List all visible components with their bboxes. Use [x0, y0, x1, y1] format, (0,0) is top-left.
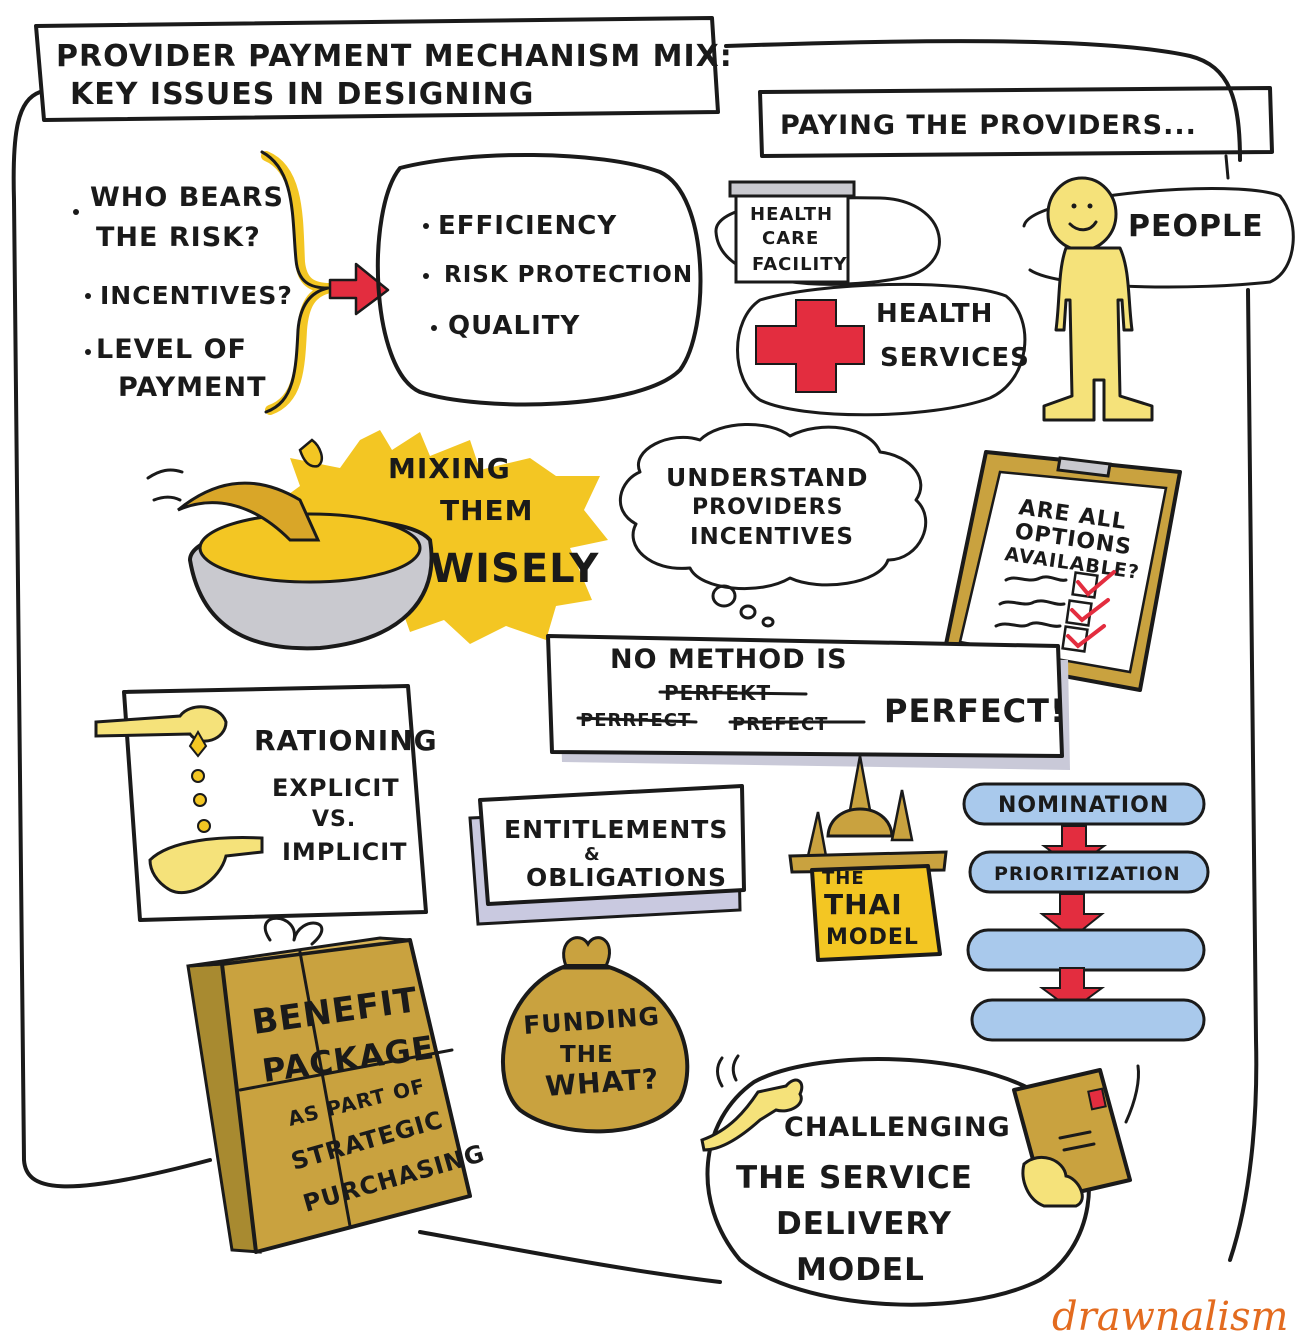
- issue-3-line1: LEVEL OF: [96, 334, 247, 365]
- understand-line1: UNDERSTAND: [666, 463, 868, 492]
- rationing-line3: IMPLICIT: [282, 838, 408, 866]
- spoon-icon: [177, 481, 321, 542]
- checkmark-icon: [1070, 598, 1110, 623]
- goal-1: EFFICIENCY: [438, 211, 617, 241]
- step-2-label: PRIORITIZATION: [994, 863, 1181, 885]
- hand-icon: [94, 705, 228, 743]
- mixing-group: MIXING THEM WISELY: [146, 430, 608, 651]
- thai-line3: MODEL: [826, 925, 919, 950]
- entitlements-group: ENTITLEMENTS & OBLIGATIONS: [468, 784, 746, 926]
- temple-base: [810, 864, 942, 962]
- splash-shape: [270, 430, 608, 644]
- checkmark-icon: [1066, 624, 1106, 649]
- mixing-line1: MIXING: [388, 452, 511, 485]
- people-label: PEOPLE: [1128, 209, 1264, 244]
- mixing-line3: WISELY: [430, 546, 599, 592]
- step-bar: [968, 850, 1210, 894]
- checkmark-icon: [1076, 570, 1116, 597]
- issue-1-line2: THE RISK?: [96, 222, 261, 253]
- title-line1: PROVIDER PAYMENT MECHANISM MIX:: [56, 39, 733, 74]
- rationing-line2: VS.: [312, 807, 356, 832]
- nomethod-strike3: PREFECT: [732, 714, 828, 735]
- goal-2: RISK PROTECTION: [444, 262, 693, 288]
- funding-line3: WHAT?: [544, 1062, 660, 1103]
- step-bar: [962, 782, 1206, 826]
- red-cross-icon: [755, 299, 865, 393]
- facility-line1: HEALTH: [750, 204, 833, 225]
- goals-bubble: EFFICIENCY RISK PROTECTION QUALITY: [375, 152, 703, 407]
- clipboard-group: ARE ALL OPTIONS AVAILABLE?: [942, 450, 1182, 692]
- benefit-group: BENEFIT PACKAGE AS PART OF STRATEGIC PUR…: [186, 916, 488, 1254]
- nomethod-line1: NO METHOD IS: [610, 644, 848, 675]
- title-line2: KEY ISSUES IN DESIGNING: [70, 77, 534, 112]
- rationing-line1: EXPLICIT: [272, 774, 400, 802]
- understand-line3: INCENTIVES: [690, 524, 854, 550]
- rationing-title: RATIONING: [254, 724, 438, 757]
- issue-2: INCENTIVES?: [100, 281, 293, 310]
- issue-3-line2: PAYMENT: [118, 372, 267, 403]
- step-1-label: NOMINATION: [998, 793, 1169, 818]
- brace-arrow: [260, 150, 390, 415]
- nomethod-group: NO METHOD IS PERRFECT PERFEKT PREFECT PE…: [546, 634, 1070, 770]
- raised-fist-icon: [700, 1078, 804, 1152]
- entitlements-line2: &: [584, 844, 601, 865]
- red-arrow-icon: [328, 262, 390, 316]
- thai-group: THE THAI MODEL: [788, 755, 948, 962]
- money-bag-icon: [501, 964, 690, 1134]
- funding-group: FUNDING THE WHAT?: [501, 936, 690, 1134]
- issue-1-line1: WHO BEARS: [90, 182, 284, 213]
- services-line1: HEALTH: [876, 299, 993, 329]
- issues-list: WHO BEARS THE RISK? INCENTIVES? LEVEL OF…: [73, 182, 293, 403]
- step-bar: [966, 928, 1206, 972]
- brand-logo: drawnalism: [1052, 1294, 1288, 1334]
- services-line2: SERVICES: [880, 343, 1030, 373]
- entitlements-line1: ENTITLEMENTS: [504, 815, 728, 844]
- nomethod-final: PERFECT!: [884, 692, 1066, 730]
- rationing-group: RATIONING EXPLICIT VS. IMPLICIT: [94, 684, 438, 922]
- facility-line2: CARE: [762, 228, 819, 249]
- facility-group: HEALTH CARE FACILITY: [714, 180, 941, 286]
- people-group: PEOPLE: [1022, 176, 1295, 422]
- challenging-line2: THE SERVICE: [736, 1160, 973, 1196]
- challenging-line3: DELIVERY: [776, 1206, 952, 1242]
- outer-frame: [11, 39, 1259, 1284]
- mixing-line2: THEM: [440, 494, 534, 527]
- step-bar: [970, 998, 1206, 1042]
- clipboard-clip: [1056, 456, 1112, 478]
- challenging-line1: CHALLENGING: [784, 1112, 1011, 1143]
- challenging-line4: MODEL: [796, 1252, 925, 1288]
- open-hand-icon: [148, 836, 264, 895]
- understand-group: UNDERSTAND PROVIDERS INCENTIVES: [618, 422, 928, 628]
- thai-line1: THE: [822, 868, 865, 889]
- steps-group: NOMINATION PRIORITIZATION: [962, 782, 1210, 1042]
- person-icon: [1042, 176, 1154, 422]
- understand-line2: PROVIDERS: [692, 495, 843, 520]
- challenging-group: CHALLENGING THE SERVICE DELIVERY MODEL: [700, 1054, 1140, 1307]
- paying-text: PAYING THE PROVIDERS...: [780, 110, 1197, 141]
- hand-icon: [1021, 1155, 1084, 1208]
- coin-icon: [188, 729, 208, 758]
- funding-line2: THE: [560, 1042, 614, 1068]
- title-box: PROVIDER PAYMENT MECHANISM MIX: KEY ISSU…: [34, 16, 733, 122]
- goal-3: QUALITY: [448, 311, 581, 341]
- entitlements-line3: OBLIGATIONS: [526, 863, 727, 892]
- thai-line2: THAI: [824, 888, 903, 921]
- services-group: HEALTH SERVICES: [736, 282, 1030, 417]
- paying-box: PAYING THE PROVIDERS...: [758, 86, 1274, 180]
- down-arrow-icon: [1039, 893, 1105, 940]
- facility-line3: FACILITY: [752, 254, 848, 275]
